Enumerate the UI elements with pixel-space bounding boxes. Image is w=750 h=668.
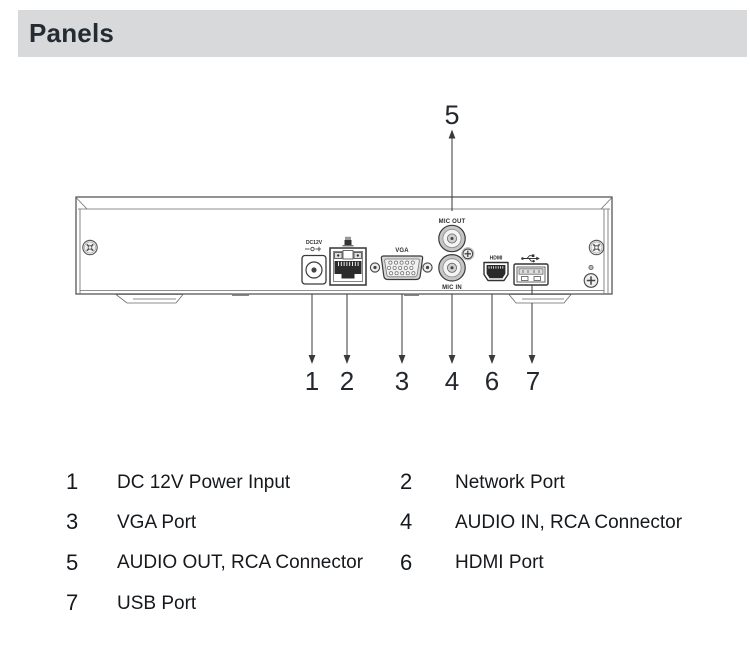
legend-item-label: USB Port xyxy=(117,592,197,614)
legend-item: 7 USB Port xyxy=(66,583,363,623)
mic-in-label: MIC IN xyxy=(442,285,462,291)
legend-item-number: 3 xyxy=(66,509,79,535)
callout-arrow xyxy=(308,355,316,364)
legend-item: 2 Network Port xyxy=(400,462,682,502)
callout-number: 3 xyxy=(395,366,409,396)
legend-left-column: 1 DC 12V Power Input 3 VGA Port 5 AUDIO … xyxy=(66,462,363,623)
lan-icon xyxy=(342,236,354,247)
callout-number: 4 xyxy=(445,366,459,396)
foot-left xyxy=(114,294,184,304)
legend-item-label: DC 12V Power Input xyxy=(117,471,291,493)
chassis xyxy=(75,196,613,304)
callout-arrow xyxy=(398,355,406,364)
legend-item-number: 1 xyxy=(66,469,79,495)
legend-item-number: 7 xyxy=(66,590,79,616)
vga-port: VGA xyxy=(369,248,433,281)
hdmi-label: HDMI xyxy=(490,256,503,262)
foot-right xyxy=(508,294,572,304)
callout-arrow xyxy=(528,355,536,364)
callout-arrow xyxy=(343,355,351,364)
callout-number: 6 xyxy=(485,366,499,396)
mic-out-label: MIC OUT xyxy=(439,219,466,225)
hdmi-port: HDMI xyxy=(483,256,509,282)
legend-item: 1 DC 12V Power Input xyxy=(66,462,363,502)
vga-label: VGA xyxy=(395,248,409,254)
legend-right-column: 2 Network Port 4 AUDIO IN, RCA Connector… xyxy=(400,462,682,583)
legend-item: 4 AUDIO IN, RCA Connector xyxy=(400,502,682,542)
legend-item-number: 4 xyxy=(400,509,413,535)
callout-arrow xyxy=(488,355,496,364)
usb-port xyxy=(513,254,549,286)
dc12v-label: DC12V xyxy=(306,240,323,246)
page-title: Panels xyxy=(29,18,115,48)
screw-icon xyxy=(422,262,433,273)
screw-icon xyxy=(588,239,605,256)
screw-icon xyxy=(369,262,381,273)
dc-power-jack: DC12V xyxy=(301,240,327,285)
legend-item-label: Network Port xyxy=(455,471,565,493)
ground-screw-icon xyxy=(583,264,599,288)
callouts-bottom: 1 2 3 4 6 7 xyxy=(305,285,540,396)
usb-icon xyxy=(521,254,540,263)
rca-mic-out: MIC OUT xyxy=(438,219,466,253)
ethernet-port xyxy=(329,236,367,286)
section-header-bar: Panels xyxy=(18,10,747,57)
callout-number: 5 xyxy=(444,100,459,130)
callout-top: 5 xyxy=(444,100,460,211)
legend-item-label: VGA Port xyxy=(117,511,197,533)
rca-mic-in: MIC IN xyxy=(438,253,466,291)
legend-item-number: 5 xyxy=(66,549,79,575)
legend-item: 6 HDMI Port xyxy=(400,543,682,583)
rear-panel-diagram: DC12V xyxy=(75,100,613,396)
screw-icon xyxy=(461,247,475,261)
callout-arrow xyxy=(448,355,456,364)
legend-item: 5 AUDIO OUT, RCA Connector xyxy=(66,543,363,583)
legend-item-label: AUDIO OUT, RCA Connector xyxy=(117,552,364,574)
callout-number: 2 xyxy=(340,366,354,396)
legend-item-number: 6 xyxy=(400,549,413,575)
callout-arrow xyxy=(448,129,456,139)
polarity-icon xyxy=(305,246,321,252)
legend-item: 3 VGA Port xyxy=(66,502,363,542)
callout-number: 7 xyxy=(526,366,540,396)
screw-icon xyxy=(82,239,98,256)
legend-item-label: AUDIO IN, RCA Connector xyxy=(455,511,683,533)
legend-item-number: 2 xyxy=(400,469,413,495)
callout-number: 1 xyxy=(305,366,319,396)
legend-item-label: HDMI Port xyxy=(455,552,544,574)
